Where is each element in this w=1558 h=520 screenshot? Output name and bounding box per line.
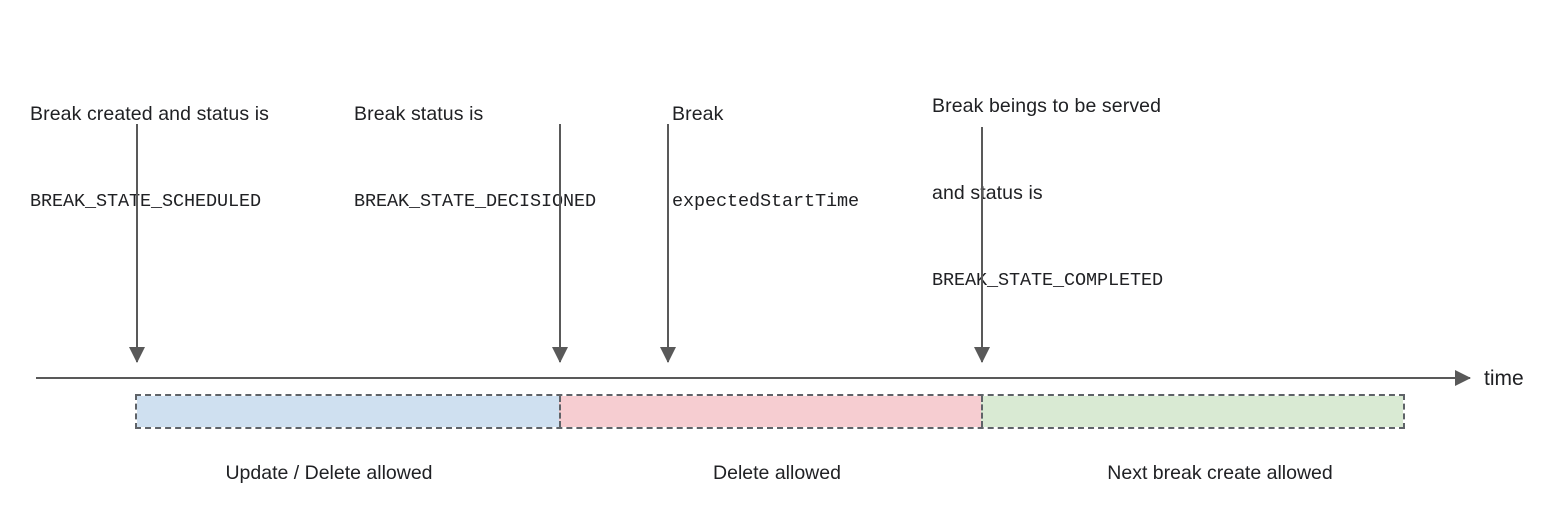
event-label-created-line-2: BREAK_STATE_SCHEDULED	[30, 191, 262, 212]
phase-bar	[135, 394, 1405, 429]
arrow-shaft	[559, 124, 561, 362]
phase-segment-delete	[558, 396, 982, 427]
arrow-right-icon	[1455, 370, 1471, 386]
arrow-shaft	[981, 127, 983, 362]
arrow-down-icon-completed	[974, 127, 990, 363]
event-label-expected-start-line-1: Break	[672, 103, 724, 125]
arrow-head	[974, 347, 990, 363]
event-label-decisioned: Break status is BREAK_STATE_DECISIONED	[354, 42, 596, 274]
phase-segment-next-create	[981, 396, 1403, 427]
event-label-created: Break created and status is BREAK_STATE_…	[30, 42, 269, 274]
arrow-shaft	[136, 124, 138, 362]
event-label-completed-line-3: BREAK_STATE_COMPLETED	[932, 270, 1164, 291]
event-label-expected-start: Break expectedStartTime	[672, 42, 859, 274]
phase-caption-next-create: Next break create allowed	[1107, 462, 1333, 484]
time-axis-caption: time	[1484, 367, 1524, 390]
event-label-completed-line-1: Break beings to be served	[932, 95, 1162, 117]
time-axis-line	[36, 377, 1470, 379]
phase-caption-update-delete: Update / Delete allowed	[225, 462, 433, 484]
arrow-shaft	[667, 124, 669, 362]
event-label-created-line-1: Break created and status is	[30, 103, 269, 125]
event-label-expected-start-line-2: expectedStartTime	[672, 191, 860, 212]
event-label-decisioned-line-1: Break status is	[354, 103, 484, 125]
event-label-decisioned-line-2: BREAK_STATE_DECISIONED	[354, 191, 597, 212]
phase-caption-delete: Delete allowed	[713, 462, 841, 484]
arrow-down-icon-expected-start	[660, 124, 676, 363]
event-label-completed: Break beings to be served and status is …	[932, 34, 1163, 353]
arrow-down-icon-decisioned	[552, 124, 568, 363]
arrow-head	[129, 347, 145, 363]
phase-segment-update-delete	[137, 396, 559, 427]
arrow-head	[552, 347, 568, 363]
arrow-head	[660, 347, 676, 363]
event-label-completed-line-2: and status is	[932, 182, 1043, 204]
arrow-down-icon-created	[129, 124, 145, 363]
